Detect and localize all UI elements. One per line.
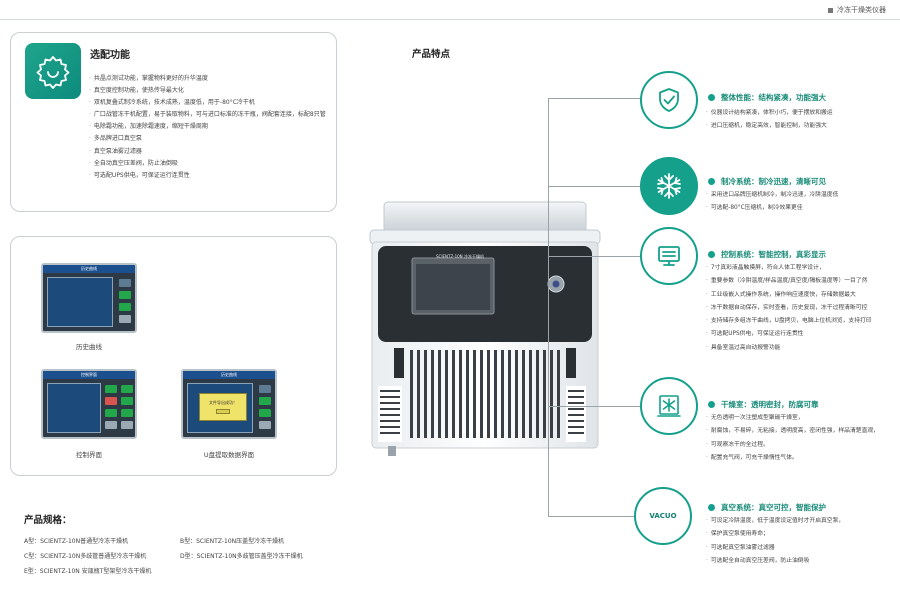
feature-title: 控制系统：智能控制，真彩显示 [708,249,826,260]
feature-lines: 可设定冷阱温度，低于温度设定值时才开启真空泵， 保护真空泵使用寿命； 可选配真空… [706,515,844,568]
list-item: 可选配真空泵油雾过滤器 [706,542,844,555]
list-item: 广口战管冻干机配置，易于装取物料，可与进口标准的冻干瓶，阀配套连接，标配8只管 [89,109,326,121]
list-item: 可选配全自动真空压差阀，防止油倒吸 [706,555,844,568]
list-item: 双机复叠式制冷系统，技术成熟，温度低，用于-80°C冷干机 [89,97,326,109]
connector-line [548,516,642,517]
square-bullet-icon [828,7,833,13]
feature-lines: 无色透明一次注塑成型聚碳干燥室， 耐腐蚀，不易碎，无粘接，透明度高，密闭性强，样… [706,412,879,465]
list-item: 可选配UPS供电，可保证运行连贯性 [89,170,326,182]
feature-title-text: 控制系统：智能控制，真彩显示 [721,250,826,259]
connector-line [548,98,549,516]
list-item: 可选配-80°C压缩机，制冷效果更佳 [706,202,838,215]
list-item: 多品牌进口真空泵 [89,133,326,145]
feature-lines: 采用进口品牌压缩机制冷，制冷迅速，冷阱温度低 可选配-80°C压缩机，制冷效果更… [706,189,839,216]
bullet-dot-icon [708,251,715,258]
feature-title: 整体性能：结构紧凑，功能强大 [708,92,826,103]
feature-lines: 仪器设计结构紧凑，体积小巧，便于摆放和搬运 进口压缩机，稳定高效，智能控制，功能… [706,107,833,134]
list-item: 可选配UPS供电，可保证运行连贯性 [706,328,872,341]
connector-line [548,256,642,257]
category-label: 冷冻干燥类仪器 [837,6,886,14]
control-screen-image: 控制界面 [41,369,137,439]
options-list: 共晶点测试功能，掌握物料更好的升华温度 真空度控制功能，使热传导最大化 双机复叠… [89,73,326,182]
category-tag: 冷冻干燥类仪器 [828,5,886,15]
specs-title: 产品规格： [24,515,72,526]
spec-item: C型：SCIENTZ-10N多歧管普通型冷冻干燥机 [24,553,147,560]
list-item: 支持储存多组冻干曲线，U盘拷贝，电脑上位机浏览，支持打印 [706,315,872,328]
list-item: 共晶点测试功能，掌握物料更好的升华温度 [89,73,326,85]
export-dialog: 文件导出成功！ [199,393,247,421]
screen-header: 历史曲线 [81,266,97,271]
list-item: 7寸真彩液晶触摸屏，符合人体工程学设计， [706,262,872,275]
connector-line [548,406,642,407]
list-item: 保护真空泵使用寿命； [706,528,844,541]
features-title: 产品特点 [412,49,451,60]
bullet-dot-icon [708,178,715,185]
list-item: 重要参数（冷阱温度/样品温度/真空度/隔板温度等）一目了然 [706,275,872,288]
list-item: 工业级嵌入式操作系统，操作响应速度快，存储数据最大 [706,289,872,302]
header-divider [0,19,900,20]
list-item: 耐腐蚀，不易碎，无粘接，透明度高，密闭性强，样品清楚直观， [706,425,879,438]
monitor-icon [640,227,698,285]
vacuo-icon-label: VACUO [649,512,677,520]
spec-item: A型：SCIENTZ-10N普通型冷冻干燥机 [24,538,129,545]
options-title: 选配功能 [90,50,130,61]
list-item: 无色透明一次注塑成型聚碳干燥室， [706,412,879,425]
list-item: 可设定冷阱温度，低于温度设定值时才开启真空泵， [706,515,844,528]
snowflake-icon [640,157,698,215]
feature-title-text: 真空系统：真空可控，智能保护 [721,503,826,512]
feature-title-text: 制冷系统：制冷迅速，清晰可见 [721,177,826,186]
history-screen-image: 历史曲线 [41,263,137,333]
history-caption: 历史曲线 [76,343,102,351]
bullet-dot-icon [708,401,715,408]
list-item: 真空度控制功能，使热传导最大化 [89,85,326,97]
dialog-ok-button [216,409,230,414]
feature-title: 干燥室：透明密封，防腐可靠 [708,399,819,410]
feature-title-text: 干燥室：透明密封，防腐可靠 [721,400,819,409]
list-item: 电除霜功能，加速除霜速度，缩短干燥周期 [89,121,326,133]
screen-header: 历史曲线 [221,372,237,377]
freeze-dryer-image: SCIENTZ-10N 冷冻干燥机 [366,198,604,460]
machine-brand-label: SCIENTZ-10N 冷冻干燥机 [436,254,484,259]
spec-item: D型：SCIENTZ-10N多歧管压盖型冷冻干燥机 [180,553,303,560]
usb-screen-image: 历史曲线 文件导出成功！ [181,369,277,439]
feature-title: 真空系统：真空可控，智能保护 [708,502,826,513]
spec-item: E型：SCIENTZ-10N 安瓿瓶T型架型冷冻干燥机 [24,568,152,575]
list-item: 冻干数据自动保存，实时查看，历史复现，冻干过程清晰可控 [706,302,872,315]
list-item: 采用进口品牌压缩机制冷，制冷迅速，冷阱温度低 [706,189,839,202]
control-caption: 控制界面 [76,451,102,459]
list-item: 配置充气阀，可充干燥惰性气体。 [706,452,879,465]
feature-lines: 7寸真彩液晶触摸屏，符合人体工程学设计， 重要参数（冷阱温度/样品温度/真空度/… [706,262,872,355]
spec-item: B型：SCIENTZ-10N压盖型冷冻干燥机 [180,538,285,545]
list-item: 可观察冻干的全过程。 [706,439,879,452]
feature-title-text: 整体性能：结构紧凑，功能强大 [721,93,826,102]
list-item: 全自动真空压差阀，防止油倒吸 [89,158,326,170]
bullet-dot-icon [708,94,715,101]
shield-check-icon [640,71,698,129]
list-item: 具备室温过高自动报警功能 [706,342,872,355]
drying-chamber-icon [640,377,698,435]
list-item: 仪器设计结构紧凑，体积小巧，便于摆放和搬运 [706,107,833,120]
vacuo-icon: VACUO [634,487,692,545]
options-card: 选配功能 共晶点测试功能，掌握物料更好的升华温度 真空度控制功能，使热传导最大化… [10,32,337,212]
feature-title: 制冷系统：制冷迅速，清晰可见 [708,176,826,187]
screen-header: 控制界面 [81,372,97,377]
gear-icon [25,43,81,99]
list-item: 真空泵油雾过滤器 [89,146,326,158]
connector-line [548,186,642,187]
dialog-message: 文件导出成功！ [209,400,237,405]
screens-card: 历史曲线 历史曲线 控制界面 控制界面 历史曲线 文件导出成功！ U盘提取数据界… [10,236,337,476]
usb-caption: U盘提取数据界面 [203,451,255,459]
list-item: 进口压缩机，稳定高效，智能控制，功能强大 [706,120,833,133]
connector-line [548,98,642,99]
bullet-dot-icon [708,504,715,511]
